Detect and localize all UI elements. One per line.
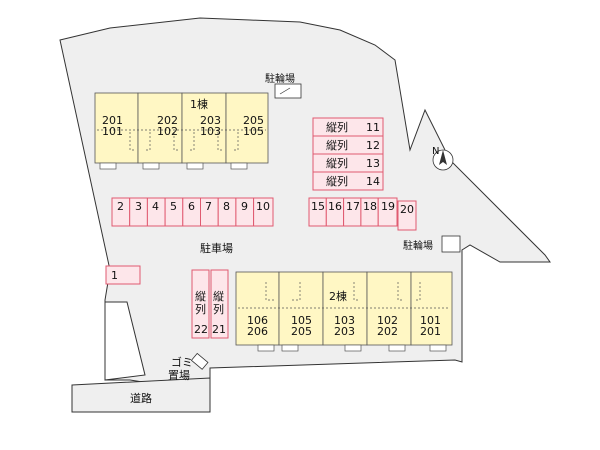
stall-number: 20	[400, 203, 414, 216]
building-2: 2棟 106 206 105 205 103 203 102 202 101 2…	[235, 271, 453, 352]
unit-upper: 203	[200, 114, 221, 127]
stall-number: 12	[366, 139, 380, 152]
stall-number: 9	[241, 200, 248, 213]
unit-upper: 201	[102, 114, 123, 127]
unit-lower: 203	[334, 325, 355, 338]
stall-number: 14	[366, 175, 380, 188]
lot-notch	[104, 301, 146, 381]
stall-number: 6	[188, 200, 195, 213]
unit-lower: 201	[420, 325, 441, 338]
unit-lower: 206	[247, 325, 268, 338]
stall-number: 8	[223, 200, 230, 213]
road-label: 道路	[130, 391, 152, 405]
compass-label: N	[432, 146, 439, 157]
building-2-unit	[410, 271, 453, 346]
bicycle-parking-right-label: 駐輪場	[403, 239, 433, 252]
stall-number: 16	[328, 200, 342, 213]
unit-lower: 102	[157, 125, 178, 138]
stall-number: 19	[381, 200, 395, 213]
stall-row-a: 2 3 4 5 6 7 8 9 10	[111, 197, 274, 227]
stall-number: 1	[111, 269, 118, 282]
parking-label: 駐車場	[200, 241, 233, 255]
stall-number: 18	[363, 200, 377, 213]
stall-number: 11	[366, 121, 380, 134]
unit-upper: 101	[420, 314, 441, 327]
stall-number: 2	[117, 200, 124, 213]
stall-number: 21	[212, 323, 226, 336]
stall-prefix: 縦列	[326, 174, 348, 188]
building-1-unit	[94, 92, 139, 164]
stall-number: 7	[205, 200, 212, 213]
stall-number: 4	[152, 200, 159, 213]
stall-number: 17	[346, 200, 360, 213]
unit-upper: 202	[157, 114, 178, 127]
garbage-box	[190, 352, 209, 370]
building-1-name: 1棟	[190, 97, 208, 111]
building-1-unit	[181, 92, 227, 164]
parking-stall	[397, 200, 417, 231]
stall-number: 22	[194, 323, 208, 336]
garbage-label-line1: ゴミ	[171, 355, 193, 369]
unit-lower: 103	[200, 125, 221, 138]
stall-number: 3	[135, 200, 142, 213]
bicycle-parking-right	[441, 235, 461, 253]
stall-label: 縦	[213, 290, 224, 303]
stall-number: 13	[366, 157, 380, 170]
road	[71, 377, 211, 413]
unit-lower: 202	[377, 325, 398, 338]
unit-lower: 101	[102, 125, 123, 138]
unit-lower: 105	[243, 125, 264, 138]
unit-upper: 205	[243, 114, 264, 127]
unit-lower: 205	[291, 325, 312, 338]
compass-icon: N	[432, 146, 454, 171]
bicycle-parking-top-label: 駐輪場	[265, 72, 295, 85]
stall-number: 15	[311, 200, 325, 213]
parking-stall	[191, 269, 210, 339]
building-1-unit	[137, 92, 183, 164]
stall-label: 縦	[195, 290, 206, 303]
vertical-stalls-right: 縦列 縦列 縦列 縦列 11 12 13 14	[312, 117, 384, 191]
unit-upper: 106	[247, 314, 268, 327]
stall-prefix: 縦列	[326, 138, 348, 152]
bicycle-parking-top	[274, 83, 302, 99]
parking-stall	[377, 197, 398, 227]
garbage-label-line2: 置場	[168, 369, 190, 382]
vertical-stalls-lower: 縦 列 縦 列 22 21	[191, 269, 229, 339]
building-2-unit	[366, 271, 412, 346]
garbage-area: ゴミ 置場	[168, 352, 209, 382]
unit-upper: 102	[377, 314, 398, 327]
unit-upper: 103	[334, 314, 355, 327]
building-2-unit	[322, 271, 368, 346]
parking-stall	[105, 265, 141, 285]
stall-row-b: 15 16 17 18 19 20	[308, 197, 417, 231]
stall-prefix: 縦列	[326, 156, 348, 170]
building-2-unit	[278, 271, 324, 346]
stall-label: 列	[195, 302, 206, 316]
stall-number: 10	[256, 200, 270, 213]
stall-label: 列	[213, 302, 224, 316]
building-2-name: 2棟	[329, 289, 347, 303]
parking-stall	[253, 197, 274, 227]
parking-stall	[312, 171, 384, 191]
stall-number: 5	[170, 200, 177, 213]
parking-stall	[210, 269, 229, 339]
stall-prefix: 縦列	[326, 120, 348, 134]
unit-upper: 105	[291, 314, 312, 327]
building-1: 1棟 201 101 202 102 203 103 205 105	[94, 92, 269, 170]
